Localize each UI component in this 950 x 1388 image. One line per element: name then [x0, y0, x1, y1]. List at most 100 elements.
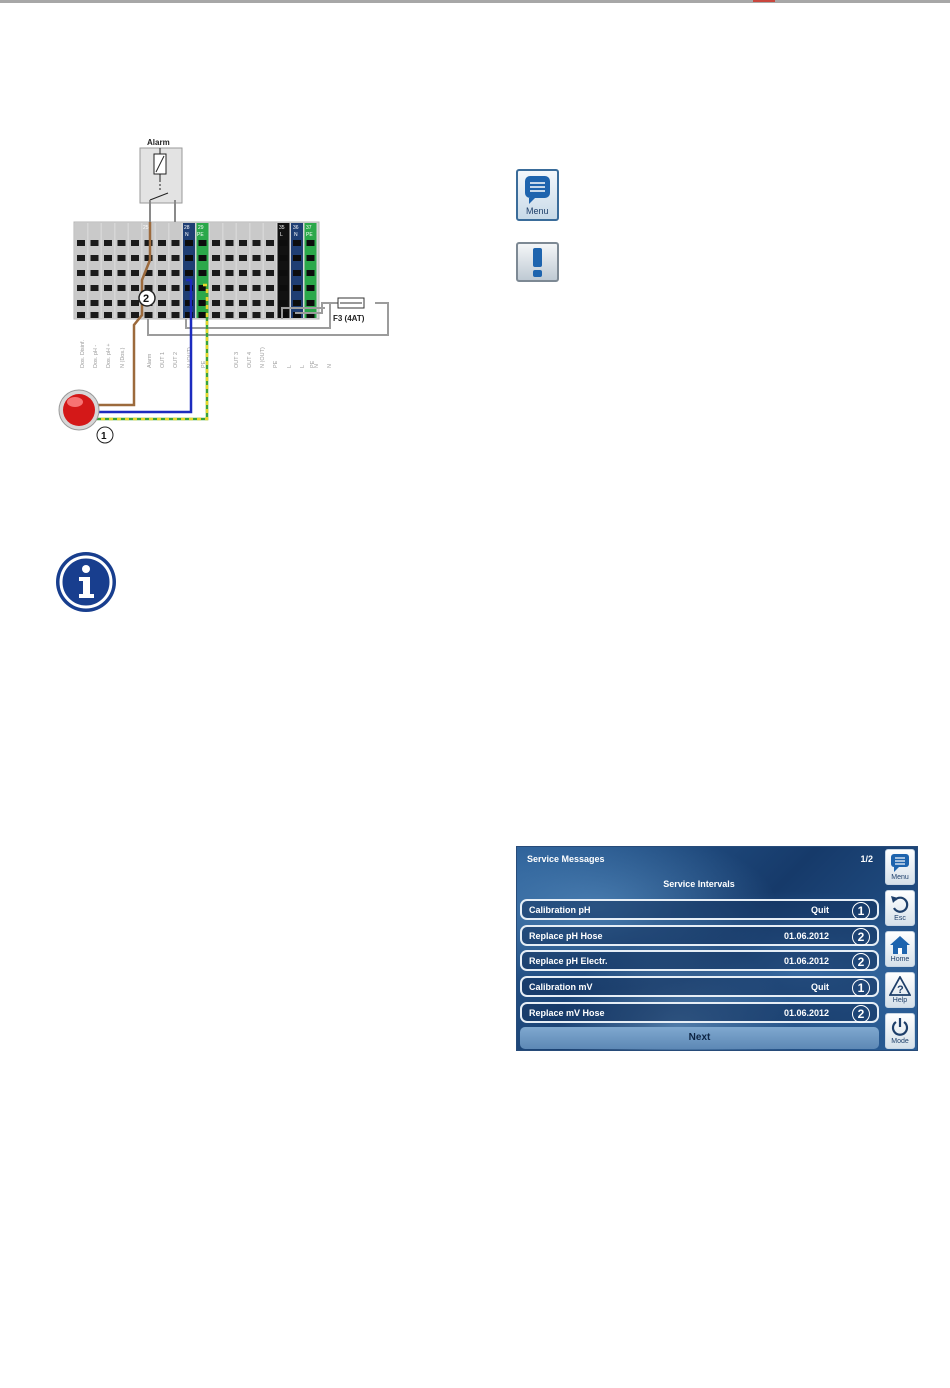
undo-icon — [891, 896, 909, 913]
svg-text:?: ? — [897, 984, 904, 996]
terminal-screw — [77, 285, 85, 291]
terminal-screw — [131, 240, 139, 246]
terminal-screw — [171, 270, 180, 276]
terminal-screw — [158, 312, 166, 318]
terminal-screw — [104, 312, 112, 318]
terminal-vertical-label: N (Dos.) — [120, 347, 126, 368]
terminal-screw — [266, 285, 274, 291]
terminal-screw — [117, 312, 126, 318]
terminal-screw — [306, 270, 315, 276]
terminal-screw — [158, 300, 166, 306]
terminal-screw — [131, 255, 139, 261]
terminal-screw — [279, 285, 288, 291]
terminal-screw — [252, 285, 261, 291]
terminal-vertical-label: N — [327, 364, 333, 368]
fuse-label: F3 (4AT) — [333, 314, 365, 323]
terminal-vertical-label: PE — [273, 360, 279, 368]
terminal-screw — [104, 300, 112, 306]
terminal-vertical-label: Dos. pH - — [93, 345, 99, 368]
terminal-screw — [158, 270, 166, 276]
terminal-vertical-label: N (OUT) — [260, 347, 266, 368]
terminal-screw — [144, 270, 153, 276]
terminal-screw — [117, 270, 126, 276]
terminal-screw — [104, 255, 112, 261]
terminal-screw — [90, 240, 99, 246]
terminal-screw — [104, 285, 112, 291]
terminal-screw — [198, 255, 207, 261]
terminal-vertical-label: L — [287, 365, 293, 368]
terminal-screw — [171, 240, 180, 246]
terminal-screw — [90, 312, 99, 318]
service-row[interactable]: Replace pH Electr. 01.06.2012 2 — [520, 950, 879, 971]
terminal-screw — [117, 285, 126, 291]
terminal-screw — [212, 270, 220, 276]
terminal-screw — [185, 270, 193, 276]
terminal-vertical-label: Alarm — [147, 353, 153, 368]
terminal-vertical-label: OUT 2 — [173, 352, 179, 368]
service-row-value: 01.06.2012 — [783, 956, 829, 966]
terminal-tag-n-out: N — [185, 232, 189, 238]
terminal-screw — [185, 240, 193, 246]
menu-doc-icon-label: Menu — [526, 206, 549, 216]
terminal-screw — [279, 240, 288, 246]
terminal-screw — [212, 285, 220, 291]
service-row[interactable]: Calibration pH Quit 1 — [520, 899, 879, 920]
terminal-screw — [131, 300, 139, 306]
terminal-screw — [171, 312, 180, 318]
service-row-number: 1 — [852, 979, 870, 997]
terminal-screw — [293, 270, 301, 276]
terminal-screw — [239, 240, 247, 246]
service-row-label: Replace pH Hose — [529, 931, 603, 941]
terminal-vertical-label: L — [300, 365, 306, 368]
terminal-screw — [90, 285, 99, 291]
terminal-vertical-label: Dos. Disinf. — [80, 339, 86, 368]
terminal-vertical-label: OUT 1 — [160, 352, 166, 368]
mode-button[interactable]: Mode — [885, 1013, 915, 1049]
terminal-screw — [90, 255, 99, 261]
menu-button[interactable]: Menu — [885, 849, 915, 885]
terminal-screw — [198, 300, 207, 306]
panel-subtitle: Service Intervals — [663, 879, 735, 889]
terminal-screw — [225, 270, 234, 276]
terminal-vertical-label: OUT 4 — [247, 352, 253, 368]
terminal-screw — [306, 300, 315, 306]
terminal-screw — [266, 270, 274, 276]
terminal-screw — [131, 312, 139, 318]
service-row-value: Quit — [811, 982, 829, 992]
terminal-screw — [144, 255, 153, 261]
terminal-tag-n: N — [294, 232, 298, 238]
top-accent-line — [753, 0, 775, 2]
service-row-value: 01.06.2012 — [783, 931, 829, 941]
terminal-screw — [198, 240, 207, 246]
terminal-screw — [104, 240, 112, 246]
service-row[interactable]: Replace mV Hose 01.06.2012 2 — [520, 1002, 879, 1023]
terminal-screw — [185, 285, 193, 291]
terminal-screw — [239, 255, 247, 261]
terminal-screw — [306, 240, 315, 246]
terminal-screw — [279, 270, 288, 276]
terminal-tag-l: L — [280, 232, 283, 238]
help-button[interactable]: ? Help — [885, 972, 915, 1008]
terminal-screw — [158, 240, 166, 246]
next-button[interactable]: Next — [520, 1027, 879, 1049]
terminal-number-28: 28 — [184, 225, 190, 231]
home-button[interactable]: Home — [885, 931, 915, 967]
terminal-screw — [225, 312, 234, 318]
terminal-screw — [225, 300, 234, 306]
terminal-screw — [266, 255, 274, 261]
terminal-screw — [212, 300, 220, 306]
terminal-screw — [225, 255, 234, 261]
terminal-screw — [171, 300, 180, 306]
terminal-screw — [144, 312, 153, 318]
terminal-screw — [144, 285, 153, 291]
top-border — [0, 0, 950, 3]
service-row-label: Replace mV Hose — [529, 1008, 605, 1018]
terminal-tag-pe-right: PE — [306, 232, 313, 238]
terminal-screw — [252, 270, 261, 276]
service-row[interactable]: Replace pH Hose 01.06.2012 2 — [520, 925, 879, 946]
esc-button[interactable]: Esc — [885, 890, 915, 926]
terminal-screw — [77, 255, 85, 261]
wiring-diagram: Alarm 25 28 29 35 36 37 N PE L N PE F3 (… — [58, 138, 389, 444]
terminal-screw — [185, 312, 193, 318]
service-row[interactable]: Calibration mV Quit 1 — [520, 976, 879, 997]
